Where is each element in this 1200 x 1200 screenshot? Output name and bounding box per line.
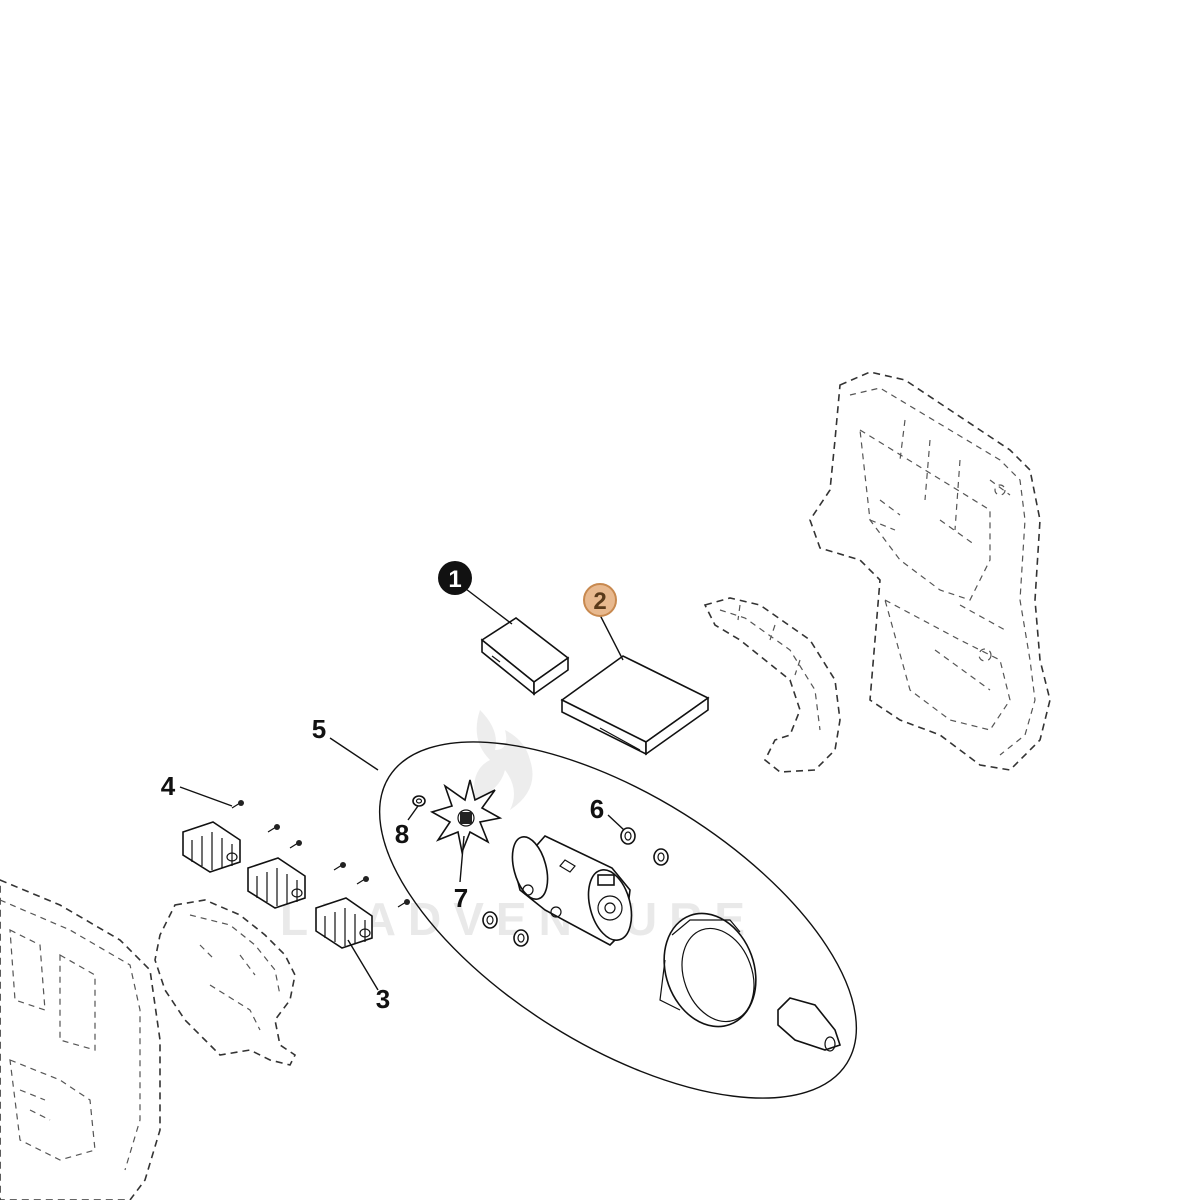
part-6-bushings: [482, 827, 669, 947]
terminal-block-a: [182, 821, 241, 873]
callout-2-highlighted[interactable]: 2: [583, 583, 617, 617]
bushing-c: [482, 911, 498, 929]
leader-6: [607, 814, 625, 831]
screw-5: [356, 876, 369, 885]
screw-2: [267, 824, 280, 833]
bushing-d: [513, 929, 529, 947]
part-2-control-board: [560, 655, 710, 756]
leader-5: [329, 737, 379, 771]
callout-2-label: 2: [593, 588, 606, 615]
ghost-housing-rear: [809, 371, 1051, 771]
callout-6-label[interactable]: 6: [590, 794, 604, 824]
callout-4-label[interactable]: 4: [161, 771, 176, 801]
nozzle-cap: [777, 997, 842, 1052]
leader-8: [407, 805, 419, 821]
part-1-small-module: [480, 617, 570, 696]
screw-6: [397, 899, 410, 908]
assembly-group-ellipse: [378, 741, 858, 1099]
part-3-terminal-blocks: [182, 821, 373, 949]
callout-7-label[interactable]: 7: [454, 883, 468, 913]
ghost-housing-front: [0, 879, 161, 1200]
callout-5-label[interactable]: 5: [312, 714, 326, 744]
ghost-fan-shroud: [154, 899, 297, 1066]
leader-3: [347, 939, 379, 991]
leader-2: [599, 614, 624, 661]
part-8-washer: [412, 795, 426, 807]
screw-3: [289, 840, 302, 849]
callout-1-label: 1: [448, 566, 461, 593]
ghost-bracket: [703, 597, 841, 773]
screw-4: [333, 862, 346, 871]
leader-1: [465, 588, 513, 625]
part-7-fan-impeller: [429, 779, 503, 855]
bushing-b: [653, 848, 669, 866]
terminal-block-b: [247, 857, 306, 909]
leader-lines: [179, 588, 625, 991]
callout-3-label[interactable]: 3: [376, 984, 390, 1014]
motor-mount-ring: [659, 912, 757, 1028]
leader-4: [179, 786, 233, 807]
motor: [511, 835, 633, 946]
bushing-a: [620, 827, 636, 845]
callout-8-label[interactable]: 8: [395, 819, 409, 849]
terminal-block-c: [315, 897, 373, 949]
part-4-screws: [231, 800, 410, 908]
flame-logo-icon: [474, 710, 533, 810]
leader-7: [459, 835, 465, 883]
callout-1[interactable]: 1: [438, 561, 472, 595]
screw-1: [231, 800, 244, 809]
